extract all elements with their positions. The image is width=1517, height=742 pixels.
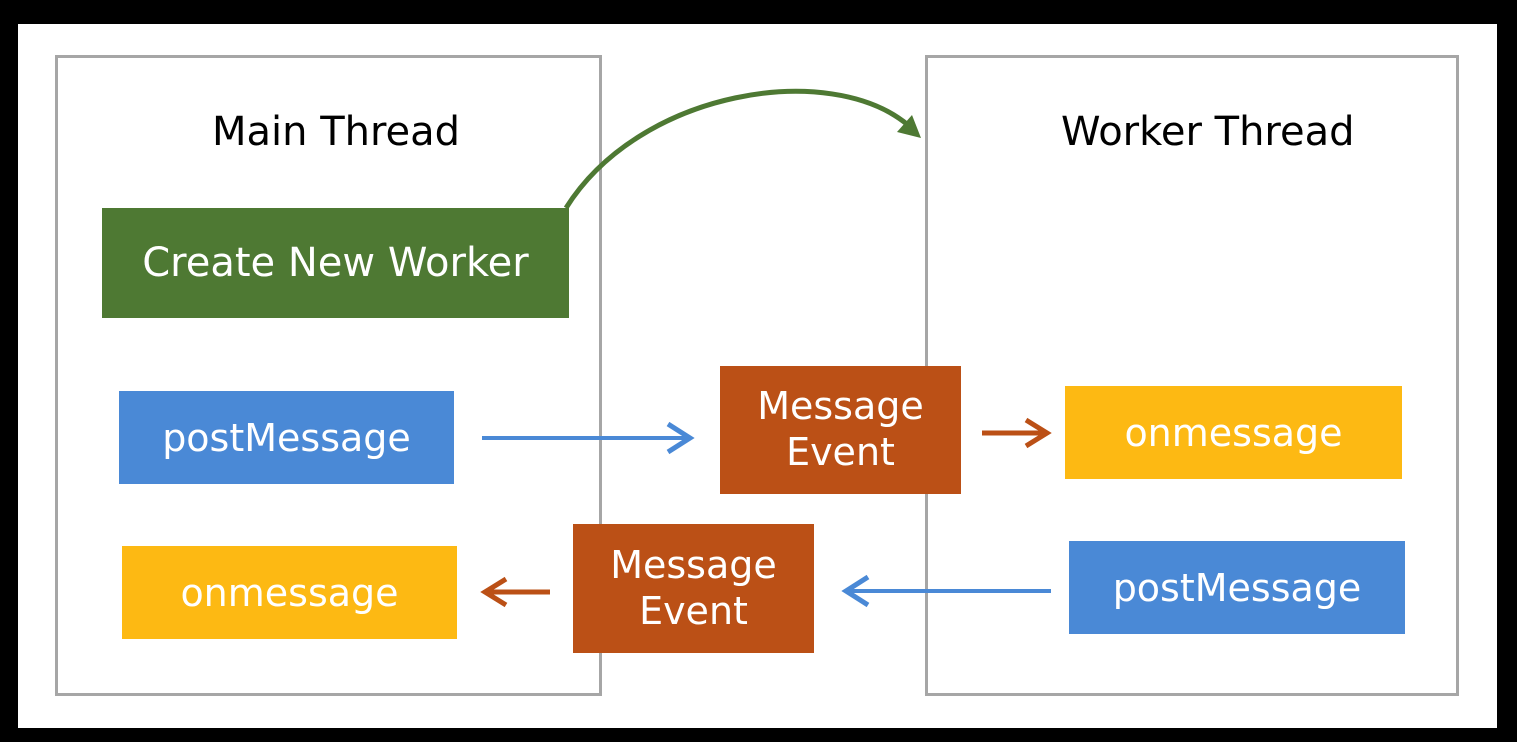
main-thread-title: Main Thread (212, 109, 461, 155)
worker-post-message-box: postMessage (1069, 541, 1405, 634)
message-event-to-worker-line2: Event (786, 430, 895, 474)
message-event-to-main-line2: Event (639, 588, 748, 633)
message-event-to-main-box: Message Event (573, 524, 814, 653)
message-event-to-worker-box: Message Event (720, 366, 961, 494)
worker-thread-title: Worker Thread (1061, 109, 1355, 155)
message-event-to-worker-line1: Message (757, 384, 924, 429)
create-new-worker-box: Create New Worker (102, 208, 569, 318)
main-onmessage-box: onmessage (122, 546, 457, 639)
message-event-to-main-line1: Message (610, 542, 777, 587)
worker-onmessage-box: onmessage (1065, 386, 1402, 479)
main-post-message-box: postMessage (119, 391, 454, 484)
main-thread-panel (55, 55, 602, 696)
